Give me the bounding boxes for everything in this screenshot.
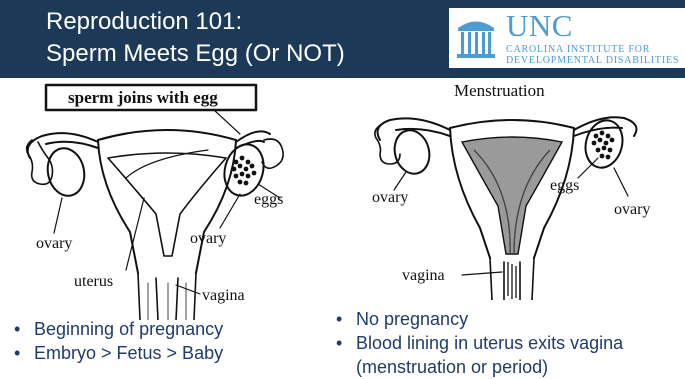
fertilization-diagram: sperm joins with egg ovary ovary eggs ut… (8, 78, 328, 320)
label-eggs: eggs (254, 191, 283, 208)
bullet-continuation: (menstruation or period) (334, 355, 623, 379)
label-ovary-right: ovary (190, 230, 226, 247)
pregnancy-bullets: •Beginning of pregnancy •Embryo > Fetus … (12, 317, 223, 365)
label-vagina: vagina (202, 287, 245, 304)
slide-title: Reproduction 101: Sperm Meets Egg (Or NO… (46, 6, 345, 70)
menstruation-diagram: Menstruation ovary eggs ovary vagina (352, 78, 682, 300)
left-tube (378, 118, 450, 140)
bullet-text: No pregnancy (356, 309, 468, 329)
title-line-2: Sperm Meets Egg (Or NOT) (46, 38, 345, 70)
vagina-canal (138, 273, 196, 320)
uterus-outline (98, 140, 236, 273)
menstruation-bullets: •No pregnancy •Blood lining in uterus ex… (334, 307, 623, 379)
label-vagina: vagina (402, 267, 445, 284)
label-eggs: eggs (550, 177, 579, 194)
title-bar: Reproduction 101: Sperm Meets Egg (Or NO… (0, 0, 685, 78)
left-ovary (390, 126, 434, 177)
bullet-text: Blood lining in uterus exits vagina (356, 333, 623, 353)
menstrual-lining (462, 137, 562, 254)
unc-cidd-logo: UNC CAROLINA INSTITUTE FOR DEVELOPMENTAL… (449, 8, 685, 68)
figure-title: Menstruation (454, 81, 545, 100)
label-uterus: uterus (74, 273, 113, 290)
logo-subtitle-1: CAROLINA INSTITUTE FOR (506, 44, 650, 55)
label-ovary-left: ovary (36, 235, 72, 252)
logo-wordmark: UNC (506, 9, 573, 43)
eggs-cluster (232, 156, 257, 186)
bullet-item: •No pregnancy (334, 307, 623, 331)
old-well-icon (455, 14, 497, 60)
bullet-text: (menstruation or period) (356, 357, 548, 377)
bullet-text: Beginning of pregnancy (34, 319, 223, 339)
bullet-item: •Blood lining in uterus exits vagina (334, 331, 623, 355)
bullet-item: •Embryo > Fetus > Baby (12, 341, 223, 365)
label-ovary-left: ovary (372, 189, 408, 206)
menstrual-flow (508, 262, 516, 299)
caption-text: sperm joins with egg (68, 88, 218, 107)
eggs-cluster (592, 131, 615, 160)
left-tube (28, 133, 98, 158)
label-ovary-right: ovary (614, 201, 650, 218)
bullet-item: •Beginning of pregnancy (12, 317, 223, 341)
title-line-1: Reproduction 101: (46, 6, 345, 38)
bullet-text: Embryo > Fetus > Baby (34, 343, 223, 363)
logo-subtitle-2: DEVELOPMENTAL DISABILITIES (506, 55, 679, 66)
left-ovary (43, 145, 88, 199)
